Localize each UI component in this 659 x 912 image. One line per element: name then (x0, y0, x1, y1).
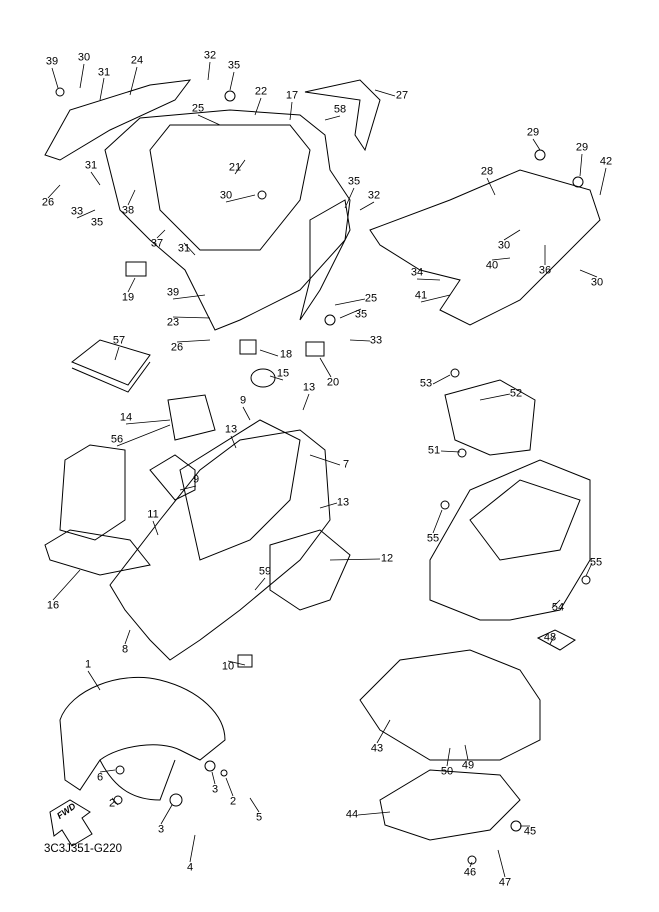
callout-28[interactable]: 28 (480, 165, 494, 178)
callout-37[interactable]: 37 (150, 237, 164, 250)
mudguard-part (359, 649, 541, 761)
callout-6[interactable]: 6 (96, 771, 104, 784)
callout-31[interactable]: 31 (84, 159, 98, 172)
callout-19[interactable]: 19 (121, 291, 135, 304)
callout-45[interactable]: 45 (523, 825, 537, 838)
callout-35[interactable]: 35 (90, 216, 104, 229)
callout-22[interactable]: 22 (254, 85, 268, 98)
callout-47[interactable]: 47 (498, 876, 512, 889)
callout-35[interactable]: 35 (347, 175, 361, 188)
callout-50[interactable]: 50 (440, 765, 454, 778)
callout-48[interactable]: 48 (543, 631, 557, 644)
callout-46[interactable]: 46 (463, 866, 477, 879)
callout-29[interactable]: 29 (526, 126, 540, 139)
callout-23[interactable]: 23 (166, 316, 180, 329)
callout-57[interactable]: 57 (112, 334, 126, 347)
callout-58[interactable]: 58 (333, 103, 347, 116)
callout-12[interactable]: 12 (380, 552, 394, 565)
owners-manual-part (71, 339, 151, 393)
rear-fender-part (109, 429, 331, 661)
callout-9[interactable]: 9 (239, 394, 247, 407)
callout-33[interactable]: 33 (369, 334, 383, 347)
callout-35[interactable]: 35 (227, 59, 241, 72)
callout-43[interactable]: 43 (370, 742, 384, 755)
callout-32[interactable]: 32 (203, 49, 217, 62)
callout-36[interactable]: 36 (538, 264, 552, 277)
callout-51[interactable]: 51 (427, 444, 441, 457)
rear-cowl-part (104, 109, 351, 331)
callout-56[interactable]: 56 (110, 433, 124, 446)
callout-25[interactable]: 25 (191, 102, 205, 115)
callout-30[interactable]: 30 (219, 189, 233, 202)
callout-3[interactable]: 3 (157, 823, 165, 836)
rear-frame-cover-part (369, 169, 601, 326)
callout-39[interactable]: 39 (166, 286, 180, 299)
callout-42[interactable]: 42 (599, 155, 613, 168)
callout-33[interactable]: 33 (70, 205, 84, 218)
battery-cover-part (44, 444, 151, 576)
grab-bar-part (304, 79, 381, 152)
callout-18[interactable]: 18 (279, 348, 293, 361)
callout-13[interactable]: 13 (302, 381, 316, 394)
callout-7[interactable]: 7 (342, 458, 350, 471)
callout-13[interactable]: 13 (224, 423, 238, 436)
callout-24[interactable]: 24 (130, 54, 144, 67)
callout-30[interactable]: 30 (77, 51, 91, 64)
callout-39[interactable]: 39 (45, 55, 59, 68)
callout-1[interactable]: 1 (84, 658, 92, 671)
callout-15[interactable]: 15 (276, 367, 290, 380)
callout-41[interactable]: 41 (414, 289, 428, 302)
callout-4[interactable]: 4 (186, 861, 194, 874)
part-code: 3C3J351-G220 (44, 843, 122, 855)
callout-16[interactable]: 16 (46, 599, 60, 612)
callout-40[interactable]: 40 (485, 259, 499, 272)
callout-34[interactable]: 34 (410, 266, 424, 279)
callout-32[interactable]: 32 (367, 189, 381, 202)
callout-26[interactable]: 26 (41, 196, 55, 209)
callout-25[interactable]: 25 (364, 292, 378, 305)
callout-31[interactable]: 31 (97, 66, 111, 79)
callout-17[interactable]: 17 (285, 89, 299, 102)
license-bracket-part (444, 379, 536, 456)
callout-8[interactable]: 8 (121, 643, 129, 656)
callout-55[interactable]: 55 (426, 532, 440, 545)
fwd-arrow-icon (49, 799, 93, 847)
callout-9[interactable]: 9 (192, 473, 200, 486)
callout-27[interactable]: 27 (395, 89, 409, 102)
callout-38[interactable]: 38 (121, 204, 135, 217)
callout-26[interactable]: 26 (170, 341, 184, 354)
side-cover-part (44, 79, 192, 161)
tail-cover-part (429, 459, 591, 621)
callout-20[interactable]: 20 (326, 376, 340, 389)
reflector-part (536, 629, 576, 651)
callout-2[interactable]: 2 (108, 797, 116, 810)
callout-31[interactable]: 31 (177, 242, 191, 255)
callout-55[interactable]: 55 (589, 556, 603, 569)
callout-14[interactable]: 14 (119, 411, 133, 424)
callout-53[interactable]: 53 (419, 377, 433, 390)
callout-30[interactable]: 30 (590, 276, 604, 289)
front-fender-part (59, 676, 226, 791)
callout-3[interactable]: 3 (211, 783, 219, 796)
callout-29[interactable]: 29 (575, 141, 589, 154)
callout-59[interactable]: 59 (258, 565, 272, 578)
callout-52[interactable]: 52 (509, 387, 523, 400)
callout-5[interactable]: 5 (255, 811, 263, 824)
callout-13[interactable]: 13 (336, 496, 350, 509)
callout-21[interactable]: 21 (228, 161, 242, 174)
callout-44[interactable]: 44 (345, 808, 359, 821)
callout-35[interactable]: 35 (354, 308, 368, 321)
callout-49[interactable]: 49 (461, 759, 475, 772)
bracket-part (149, 454, 196, 501)
callout-2[interactable]: 2 (229, 795, 237, 808)
callout-10[interactable]: 10 (221, 660, 235, 673)
callout-11[interactable]: 11 (147, 508, 159, 521)
callout-54[interactable]: 54 (551, 601, 565, 614)
callout-30[interactable]: 30 (497, 239, 511, 252)
flap-part (269, 529, 351, 611)
